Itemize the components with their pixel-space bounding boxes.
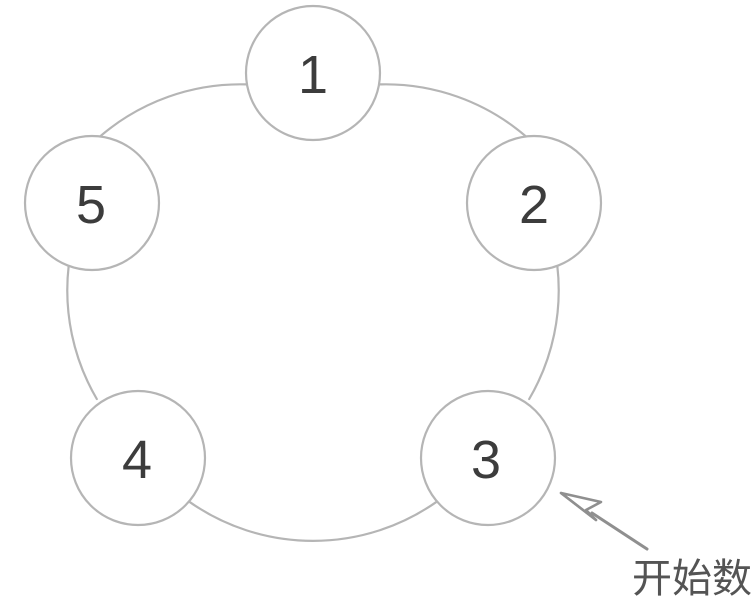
node-group: 1 2 3 4 5: [23, 4, 603, 527]
edge-5-to-1: [98, 83, 248, 138]
edge-3-to-4: [187, 500, 439, 542]
edge-1-to-2: [378, 83, 528, 138]
start-annotation: 开始数: [559, 491, 751, 602]
edge-2-to-3: [528, 264, 560, 401]
node-4-circle[interactable]: [69, 389, 207, 527]
node-1-label: 1: [298, 45, 328, 105]
node-4[interactable]: 4: [69, 389, 207, 527]
node-1[interactable]: 1: [244, 4, 382, 142]
node-1-circle[interactable]: [244, 4, 382, 142]
node-3-label: 3: [471, 430, 501, 490]
edge-4-to-5: [66, 264, 98, 401]
node-4-label: 4: [122, 430, 152, 490]
annotation-arrow-head-inner-line: [559, 491, 598, 522]
node-3-circle[interactable]: [419, 389, 557, 527]
start-count-label: 开始数: [632, 556, 751, 602]
node-3[interactable]: 3: [419, 389, 557, 527]
node-5-circle[interactable]: [23, 134, 161, 272]
node-2-circle[interactable]: [465, 134, 603, 272]
node-5-label: 5: [76, 175, 106, 235]
annotation-arrow-shaft: [590, 511, 649, 551]
node-5[interactable]: 5: [23, 134, 161, 272]
edge-group: [66, 83, 560, 542]
node-2[interactable]: 2: [465, 134, 603, 272]
node-2-label: 2: [519, 175, 549, 235]
